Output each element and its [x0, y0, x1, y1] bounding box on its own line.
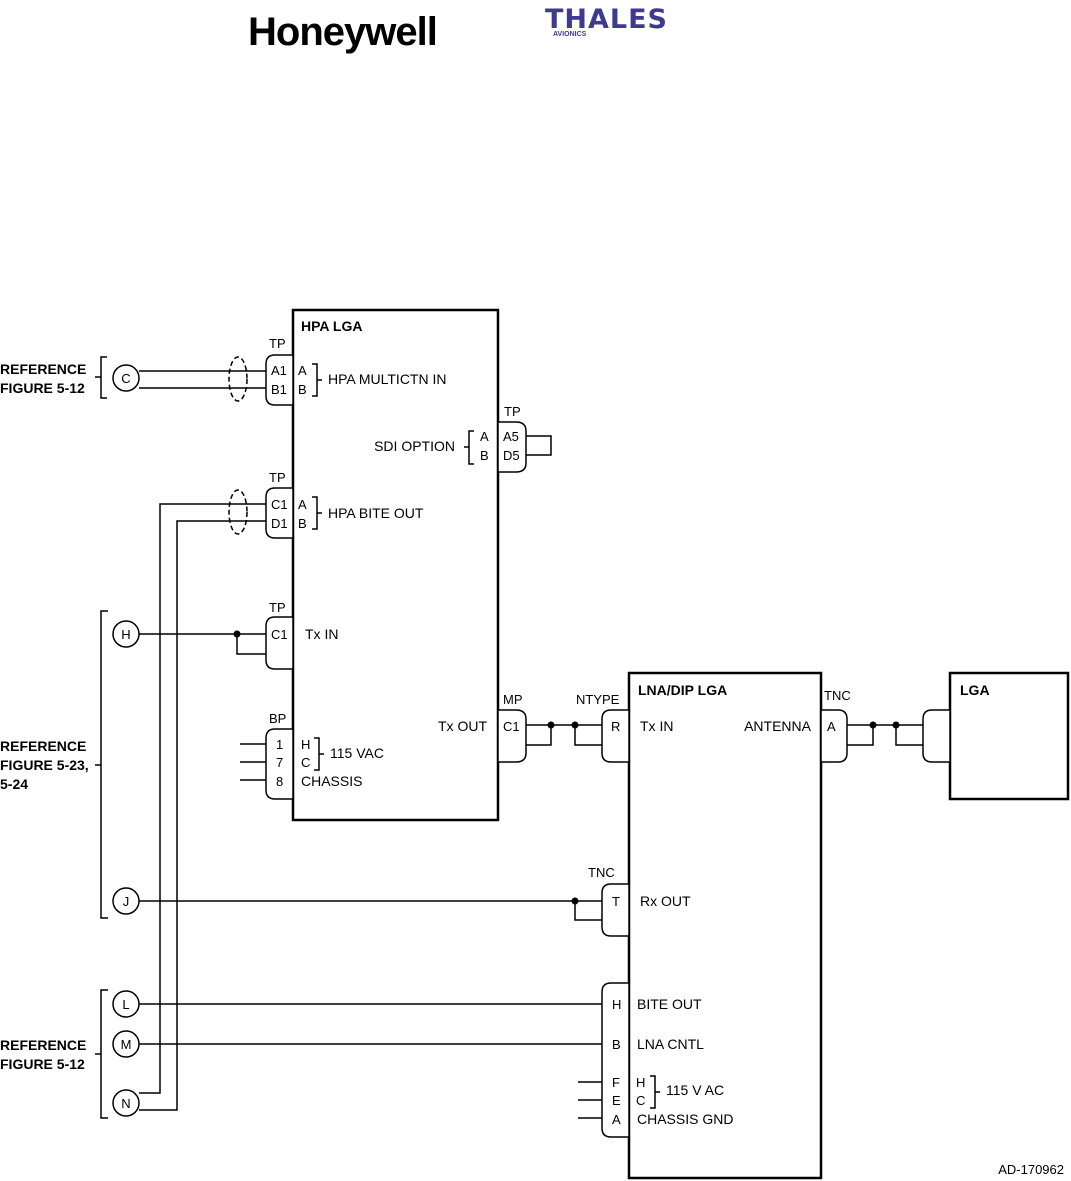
svg-text:A1: A1: [271, 363, 287, 378]
svg-text:HPA BITE OUT: HPA BITE OUT: [328, 505, 424, 521]
svg-text:D5: D5: [503, 448, 520, 463]
hpa-txin-connector: TP C1 Tx IN: [265, 600, 338, 670]
lna-dip-lga-title: LNA/DIP LGA: [638, 682, 727, 698]
svg-text:LNA CNTL: LNA CNTL: [637, 1036, 704, 1052]
svg-text:H: H: [121, 627, 130, 642]
svg-text:1: 1: [276, 737, 283, 752]
reference-figure-5-23-5-24: REFERENCE FIGURE 5-23, 5-24: [0, 610, 108, 919]
svg-text:REFERENCE: REFERENCE: [0, 738, 86, 754]
hpa-multictn-connector: TP A1 B1 A B HPA MULTICTN IN: [265, 336, 447, 406]
hpa-bite-connector: TP C1 D1 A B HPA BITE OUT: [265, 470, 424, 539]
svg-text:B: B: [298, 516, 307, 531]
svg-text:HPA MULTICTN IN: HPA MULTICTN IN: [328, 371, 447, 387]
svg-text:C1: C1: [271, 627, 288, 642]
svg-text:115 V AC: 115 V AC: [666, 1082, 724, 1098]
svg-text:115 VAC: 115 VAC: [330, 745, 384, 761]
node-h: H: [112, 620, 140, 648]
svg-text:7: 7: [276, 755, 283, 770]
svg-text:E: E: [612, 1093, 621, 1108]
svg-text:BP: BP: [269, 711, 286, 726]
lna-control-power-connector: H BITE OUT B LNA CNTL F E A H C 115 V AC…: [601, 982, 733, 1138]
svg-text:REFERENCE: REFERENCE: [0, 361, 86, 377]
hpa-txout-connector: MP C1 Tx OUT: [438, 692, 527, 763]
hpa-lga-title: HPA LGA: [301, 318, 362, 334]
svg-text:TP: TP: [504, 404, 521, 419]
reference-figure-5-12-top: REFERENCE FIGURE 5-12: [0, 356, 107, 399]
node-c: C: [112, 364, 140, 392]
lna-rxout-connector: TNC T Rx OUT: [588, 865, 691, 937]
svg-text:R: R: [611, 719, 620, 734]
wiring: [139, 356, 923, 1119]
svg-text:Tx OUT: Tx OUT: [438, 718, 487, 734]
svg-text:D1: D1: [271, 516, 288, 531]
svg-text:B: B: [480, 448, 489, 463]
svg-text:TP: TP: [269, 336, 286, 351]
svg-text:A: A: [480, 429, 489, 444]
node-n: N: [112, 1089, 140, 1117]
svg-text:C: C: [636, 1093, 645, 1108]
honeywell-logo: Honeywell: [248, 10, 437, 54]
svg-text:FIGURE 5-12: FIGURE 5-12: [0, 1056, 85, 1072]
svg-text:A: A: [612, 1112, 621, 1127]
svg-text:A5: A5: [503, 429, 519, 444]
svg-text:H: H: [636, 1075, 645, 1090]
svg-text:B: B: [298, 382, 307, 397]
svg-text:Tx IN: Tx IN: [640, 718, 673, 734]
svg-text:C: C: [121, 371, 130, 386]
svg-text:TP: TP: [269, 600, 286, 615]
svg-text:TNC: TNC: [588, 865, 615, 880]
svg-text:A: A: [298, 363, 307, 378]
svg-text:REFERENCE: REFERENCE: [0, 1037, 86, 1053]
svg-text:C: C: [301, 755, 310, 770]
node-m: M: [112, 1030, 140, 1058]
drawing-id: AD-170962: [998, 1162, 1064, 1177]
svg-text:TNC: TNC: [824, 688, 851, 703]
svg-text:ANTENNA: ANTENNA: [744, 718, 812, 734]
hpa-sdi-connector: TP A5 D5 A B SDI OPTION: [374, 404, 527, 473]
svg-text:C1: C1: [503, 719, 520, 734]
svg-text:MP: MP: [503, 692, 523, 707]
svg-text:5-24: 5-24: [0, 776, 28, 792]
hpa-power-connector: BP 1 7 8 H C 115 VAC CHASSIS: [265, 711, 384, 800]
hpa-lga-unit: HPA LGA TP A1 B1 A B HPA MULTICTN IN TP …: [265, 308, 527, 822]
svg-text:TP: TP: [269, 470, 286, 485]
svg-text:F: F: [612, 1075, 620, 1090]
svg-text:FIGURE 5-12: FIGURE 5-12: [0, 380, 85, 396]
svg-text:A: A: [827, 719, 836, 734]
svg-text:A: A: [298, 497, 307, 512]
svg-text:SDI OPTION: SDI OPTION: [374, 438, 455, 454]
thales-logo-subtitle: AVIONICS: [553, 31, 587, 38]
lna-antenna-connector: TNC A ANTENNA: [744, 688, 851, 763]
svg-text:NTYPE: NTYPE: [576, 692, 620, 707]
svg-text:C1: C1: [271, 497, 288, 512]
svg-text:J: J: [123, 894, 130, 909]
svg-text:Rx OUT: Rx OUT: [640, 893, 691, 909]
svg-text:T: T: [612, 894, 620, 909]
svg-text:BITE OUT: BITE OUT: [637, 996, 702, 1012]
svg-text:FIGURE 5-23,: FIGURE 5-23,: [0, 757, 89, 773]
lga-antenna-unit: LGA: [922, 671, 1070, 801]
svg-text:H: H: [301, 737, 310, 752]
node-l: L: [112, 990, 140, 1018]
svg-text:8: 8: [276, 774, 283, 789]
lga-title: LGA: [960, 682, 990, 698]
lna-txin-connector: NTYPE R Tx IN: [576, 692, 673, 763]
svg-text:CHASSIS GND: CHASSIS GND: [637, 1111, 733, 1127]
svg-text:B1: B1: [271, 382, 287, 397]
svg-text:H: H: [612, 997, 621, 1012]
svg-text:B: B: [612, 1037, 621, 1052]
thales-logo: THALES: [545, 4, 668, 35]
svg-text:CHASSIS: CHASSIS: [301, 773, 362, 789]
svg-text:N: N: [121, 1096, 130, 1111]
svg-text:M: M: [121, 1037, 132, 1052]
svg-text:L: L: [122, 997, 129, 1012]
lna-dip-lga-unit: LNA/DIP LGA NTYPE R Tx IN TNC A ANTENNA …: [576, 671, 851, 1180]
node-j: J: [112, 887, 140, 915]
reference-figure-5-12-bottom: REFERENCE FIGURE 5-12: [0, 989, 108, 1119]
svg-text:Tx IN: Tx IN: [305, 626, 338, 642]
